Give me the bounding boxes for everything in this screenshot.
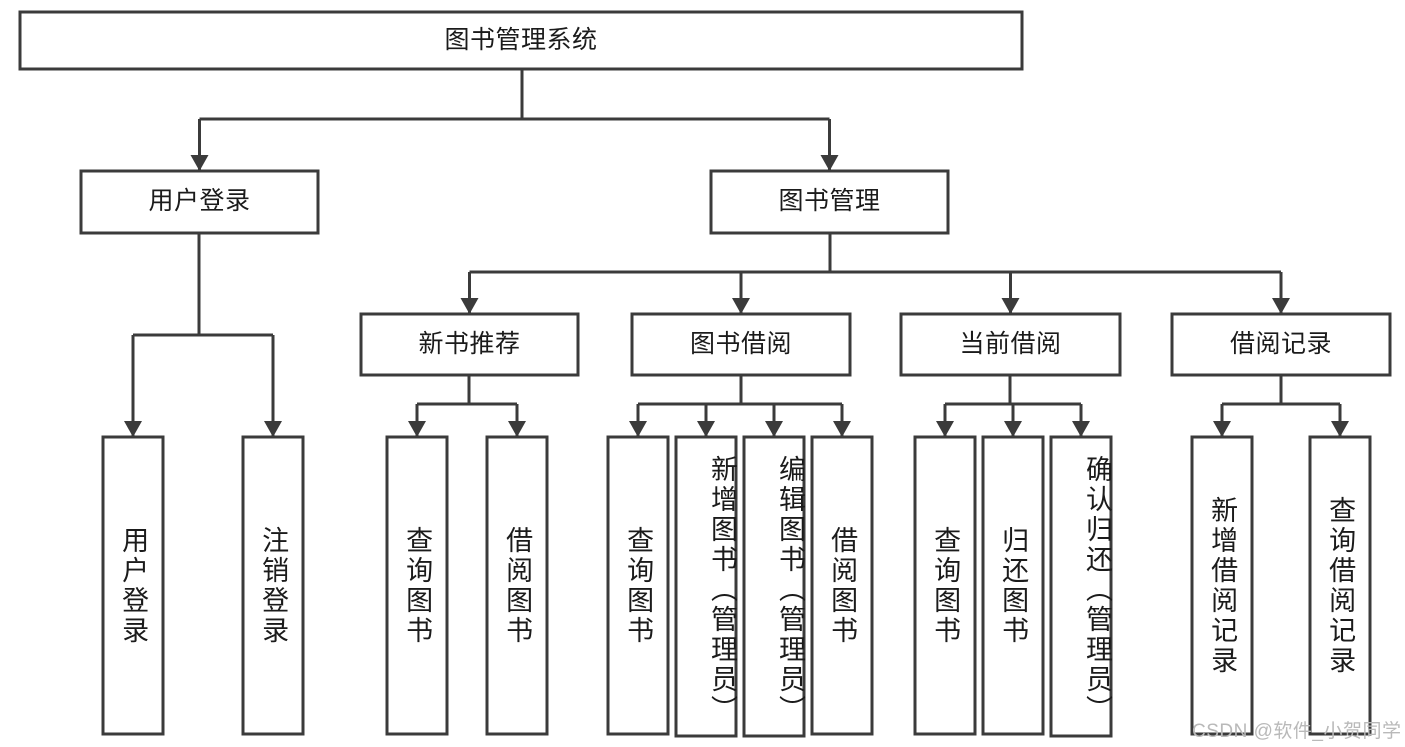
node-box-nbr-query-book[interactable] bbox=[385, 435, 449, 736]
arrowhead-book-borrow bbox=[732, 298, 750, 314]
csdn-watermark: CSDN @软件_小贺同学 bbox=[1192, 721, 1402, 742]
connector-layer bbox=[124, 69, 1349, 437]
arrowhead-br-add-record bbox=[1213, 421, 1231, 437]
arrowhead-user-logout-leaf bbox=[264, 421, 282, 437]
arrowhead-new-book-recommend bbox=[460, 298, 479, 314]
node-box-bb-borrow-book[interactable] bbox=[810, 435, 874, 736]
node-box-current-borrow[interactable] bbox=[899, 312, 1122, 377]
node-box-borrow-record[interactable] bbox=[1170, 312, 1392, 377]
node-box-cb-query-book[interactable] bbox=[913, 435, 977, 736]
arrowhead-user-login bbox=[190, 155, 209, 171]
node-box-bb-query-book[interactable] bbox=[606, 435, 670, 736]
node-box-layer bbox=[18, 10, 1392, 738]
node-box-user-logout-leaf[interactable] bbox=[241, 435, 305, 736]
node-box-user-login-leaf[interactable] bbox=[101, 435, 165, 736]
arrowhead-book-management bbox=[820, 155, 839, 171]
node-box-cb-return-book[interactable] bbox=[981, 435, 1045, 736]
node-box-new-book-recommend[interactable] bbox=[359, 312, 580, 377]
arrowhead-user-login-leaf bbox=[124, 421, 142, 437]
node-box-br-add-record[interactable] bbox=[1190, 435, 1254, 736]
node-box-bb-edit-book[interactable] bbox=[742, 435, 806, 738]
node-box-book-management[interactable] bbox=[709, 169, 950, 235]
arrowhead-nbr-query-book bbox=[408, 421, 426, 437]
node-box-root[interactable] bbox=[18, 10, 1024, 71]
node-box-br-query-record[interactable] bbox=[1308, 435, 1372, 736]
arrowhead-nbr-borrow-book bbox=[508, 421, 526, 437]
arrowhead-bb-edit-book bbox=[765, 421, 783, 437]
node-box-bb-add-book[interactable] bbox=[674, 435, 738, 738]
arrowhead-cb-confirm-return bbox=[1072, 421, 1090, 437]
arrowhead-current-borrow bbox=[1001, 298, 1020, 314]
arrowhead-bb-add-book bbox=[697, 421, 715, 437]
arrowhead-cb-query-book bbox=[936, 421, 954, 437]
arrowhead-br-query-record bbox=[1331, 421, 1349, 437]
arrowhead-borrow-record bbox=[1272, 298, 1290, 314]
arrowhead-bb-query-book bbox=[629, 421, 647, 437]
node-box-cb-confirm-return[interactable] bbox=[1049, 435, 1113, 738]
node-box-user-login[interactable] bbox=[79, 169, 320, 235]
arrowhead-cb-return-book bbox=[1004, 421, 1022, 437]
node-box-nbr-borrow-book[interactable] bbox=[485, 435, 549, 736]
node-box-book-borrow[interactable] bbox=[630, 312, 852, 377]
arrowhead-bb-borrow-book bbox=[833, 421, 851, 437]
